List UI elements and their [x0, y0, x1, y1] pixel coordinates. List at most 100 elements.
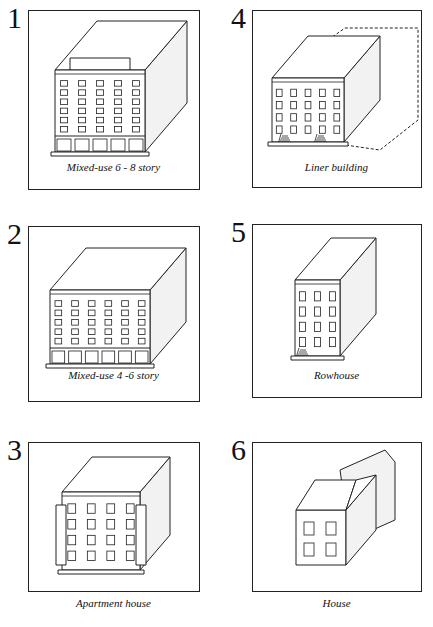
sketch-line — [305, 126, 311, 133]
sketch-line — [122, 301, 129, 307]
sketch-line — [291, 126, 297, 133]
sketch-line — [55, 74, 145, 75]
sketch-line — [96, 117, 103, 123]
sketch-line — [330, 337, 336, 346]
illustration-panel: 3Apartment house — [28, 442, 200, 592]
sketch-line — [96, 90, 103, 96]
sketch-line — [326, 543, 336, 556]
sketch-line — [330, 292, 336, 301]
sketch-line — [334, 89, 340, 96]
sketch-line — [114, 117, 121, 123]
sketch-line — [50, 348, 150, 349]
sketch-line — [119, 351, 132, 363]
sketch-line — [272, 78, 344, 142]
sketch-line — [88, 319, 95, 325]
sketch-line — [130, 58, 131, 70]
sketch-line — [300, 337, 306, 346]
sketch-line — [122, 310, 129, 316]
sketch-line — [276, 114, 282, 121]
sketch-line — [291, 356, 344, 360]
sketch-line — [111, 139, 125, 151]
sketch-line — [88, 310, 95, 316]
sketch-line — [305, 114, 311, 121]
sketch-line — [105, 310, 112, 316]
sketch-line — [122, 319, 129, 325]
sketch-line — [300, 292, 306, 301]
sketch-line — [96, 99, 103, 105]
sketch-line — [70, 58, 71, 70]
sketch-line — [295, 238, 376, 280]
sketch-line — [318, 136, 324, 137]
sketch-line — [78, 81, 85, 87]
sketch-line — [60, 117, 67, 123]
sketch-line — [96, 108, 103, 114]
sketch-line — [105, 329, 112, 335]
sketch-line — [51, 152, 149, 156]
sketch-line — [60, 90, 67, 96]
sketch-line — [346, 475, 376, 510]
building-caption: House — [257, 597, 416, 609]
sketch-line — [50, 294, 150, 295]
sketch-line — [276, 89, 282, 96]
sketch-line — [87, 535, 95, 544]
sketch-line — [138, 338, 145, 344]
sketch-line — [46, 364, 154, 368]
sketch-line — [304, 522, 314, 535]
sketch-line — [72, 319, 79, 325]
sketch-line — [126, 504, 134, 513]
sketch-line — [107, 520, 115, 529]
sketch-line — [280, 140, 290, 141]
sketch-line — [50, 290, 150, 364]
sketch-line — [60, 126, 67, 132]
sketch-line — [68, 535, 76, 544]
sketch-line — [102, 351, 115, 363]
sketch-line — [300, 350, 306, 351]
sketch-line — [114, 99, 121, 105]
sketch-line — [57, 139, 71, 151]
sketch-line — [68, 551, 76, 560]
sketch-line — [122, 329, 129, 335]
building-caption: Liner building — [257, 161, 416, 173]
sketch-line — [330, 322, 336, 331]
sketch-line — [107, 504, 115, 513]
sketch-line — [58, 570, 144, 574]
sketch-line — [68, 504, 76, 513]
building-caption: Apartment house — [33, 597, 194, 609]
sketch-line — [62, 492, 140, 570]
sketch-line — [69, 351, 82, 363]
sketch-line — [55, 310, 62, 316]
sketch-line — [105, 319, 112, 325]
sketch-line — [72, 310, 79, 316]
sketch-line — [132, 126, 139, 132]
sketch-line — [88, 329, 95, 335]
sketch-line — [96, 81, 103, 87]
sketch-line — [129, 139, 143, 151]
panel-number: 1 — [7, 3, 22, 33]
building-caption: Mixed-use 6 - 8 story — [33, 161, 194, 173]
sketch-line — [60, 99, 67, 105]
sketch-line — [132, 90, 139, 96]
sketch-line — [105, 338, 112, 344]
sketch-line — [135, 351, 148, 363]
sketch-line — [315, 292, 321, 301]
sketch-line — [126, 520, 134, 529]
sketch-line — [60, 108, 67, 114]
sketch-line — [295, 280, 340, 356]
panel-number: 3 — [7, 435, 22, 465]
sketch-line — [268, 142, 348, 146]
sketch-line — [107, 535, 115, 544]
sketch-line — [300, 322, 306, 331]
sketch-line — [72, 301, 79, 307]
illustration-panel: 5Rowhouse — [252, 224, 422, 398]
sketch-line — [295, 284, 340, 285]
sketch-line — [276, 101, 282, 108]
sketch-line — [320, 89, 326, 96]
sketch-line — [88, 338, 95, 344]
panel-number: 5 — [231, 217, 246, 247]
sketch-line — [56, 505, 66, 565]
sketch-line — [298, 354, 308, 355]
sketch-line — [50, 248, 186, 290]
sketch-line — [87, 504, 95, 513]
sketch-line — [330, 307, 336, 316]
